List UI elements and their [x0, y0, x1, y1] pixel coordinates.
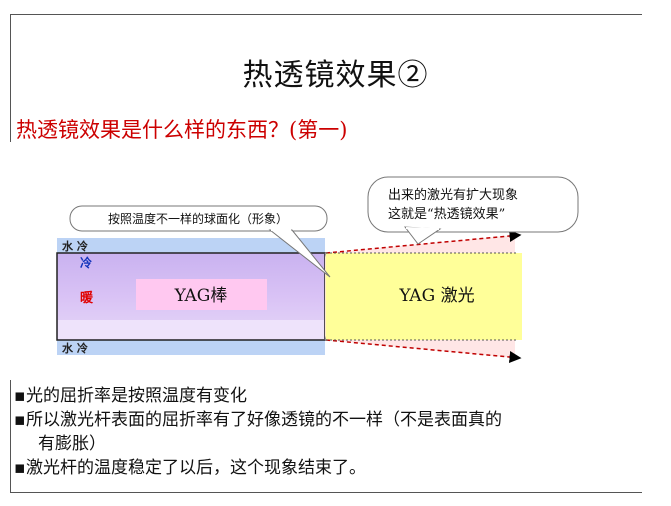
frame-top-line — [10, 14, 642, 15]
callout-right-tail-cover — [405, 227, 440, 230]
bullet-text: 激光杆的温度稳定了以后，这个现象结束了。 — [26, 458, 366, 478]
bullet-item: ▪ 光的屈折率是按照温度有变化 — [14, 384, 654, 408]
label-cold: 冷 — [80, 255, 92, 270]
rod-label: YAG棒 — [174, 286, 228, 306]
bullet-list: ▪ 光的屈折率是按照温度有变化 ▪ 所以激光杆表面的屈折率有了好像透镜的不一样（… — [14, 384, 654, 480]
frame-bottom-line — [10, 492, 642, 493]
label-warm: 暖 — [80, 290, 94, 306]
laser-label: YAG 激光 — [398, 286, 474, 306]
laser-region — [326, 253, 522, 340]
bullet-text: 光的屈折率是按照温度有变化 — [26, 386, 247, 406]
bullet-marker: ▪ — [14, 458, 26, 478]
label-water-bottom: 水 冷 — [62, 341, 88, 355]
slide-subtitle: 热透镜效果是什么样的东西？(第一) — [16, 118, 348, 142]
water-band-bottom — [57, 340, 325, 355]
beam-edge-bottom — [325, 339, 522, 364]
callout-right — [367, 176, 579, 233]
thermal-lens-figure: YAG棒 YAG 激光 水 冷 冷 暖 水 冷 按照温度不一样的球面化（形象） … — [0, 155, 671, 380]
slide-title: 热透镜效果② — [242, 58, 429, 93]
bullet-marker: ▪ — [14, 386, 26, 406]
label-water-top: 水 冷 — [62, 239, 88, 253]
callout-left — [69, 205, 328, 232]
frame-left-line-lower — [10, 380, 11, 492]
thermal-lens-diagram: YAG棒 YAG 激光 水 冷 冷 暖 水 冷 按照温度不一样的球面化（形象） … — [56, 176, 579, 364]
frame-left-line-upper — [10, 14, 11, 142]
water-band-top — [57, 238, 325, 253]
bullet-text: 所以激光杆表面的屈折率有了好像透镜的不一样（不是表面真的 — [26, 410, 502, 430]
callout-left-text: 按照温度不一样的球面化（形象） — [108, 211, 288, 226]
bullet-item: ▪ 所以激光杆表面的屈折率有了好像透镜的不一样（不是表面真的 有膨胀） — [14, 408, 654, 456]
bullet-continuation: 有膨胀） — [38, 434, 106, 454]
bullet-item: ▪ 激光杆的温度稳定了以后，这个现象结束了。 — [14, 456, 654, 480]
beam-edge-top — [325, 229, 522, 254]
bullet-marker: ▪ — [14, 410, 26, 430]
callout-right-text-1: 出来的激光有扩大现象 — [388, 187, 518, 203]
callout-right-text-2: 这就是“热透镜效果” — [388, 206, 505, 222]
rod-cold-layer-bottom — [58, 320, 324, 339]
rod-label-box — [136, 279, 267, 310]
